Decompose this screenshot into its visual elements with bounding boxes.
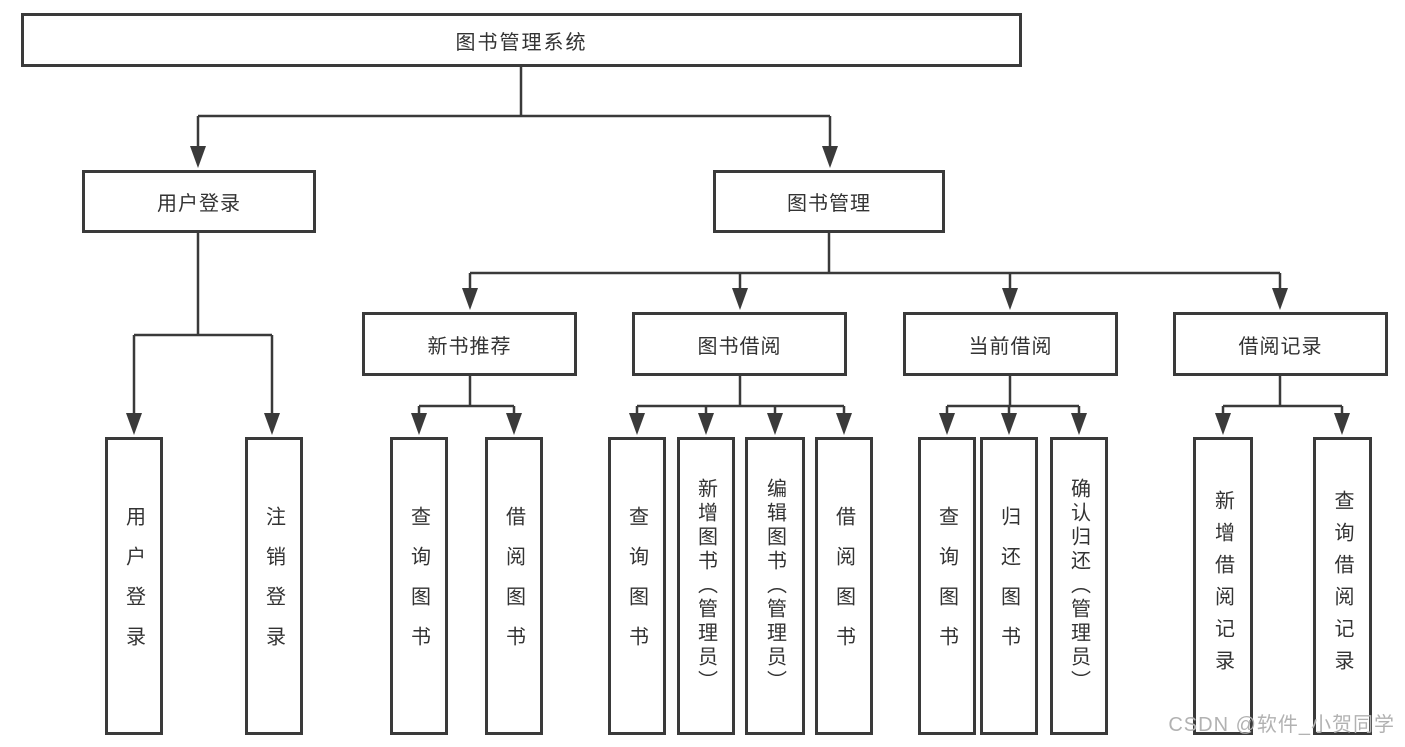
node-label: 归还图书 (997, 506, 1020, 666)
leaf-query-books: 查询图书 (918, 437, 976, 735)
arrow-down-icon (1071, 413, 1087, 435)
arrow-down-icon (190, 146, 206, 168)
arrow-down-icon (1272, 288, 1288, 310)
leaf-borrow-books: 借阅图书 (485, 437, 543, 735)
arrow-down-icon (411, 413, 427, 435)
node-library-system: 图书管理系统 (21, 13, 1022, 67)
arrow-down-icon (1334, 413, 1350, 435)
node-label: 借阅图书 (832, 506, 855, 666)
arrow-down-icon (506, 413, 522, 435)
arrow-down-icon (767, 413, 783, 435)
node-label: 借阅图书 (502, 506, 525, 666)
node-label: 注销登录 (262, 506, 285, 666)
leaf-return-books: 归还图书 (980, 437, 1038, 735)
arrow-down-icon (698, 413, 714, 435)
arrow-down-icon (264, 413, 280, 435)
node-label: 图书管理 (787, 193, 871, 215)
leaf-add-borrow-record: 新增借阅记录 (1193, 437, 1253, 735)
leaf-user-login: 用户登录 (105, 437, 163, 735)
node-label: 查询图书 (625, 506, 648, 666)
node-label: 新增借阅记录 (1211, 490, 1234, 682)
arrow-down-icon (1215, 413, 1231, 435)
leaf-add-books-admin: 新增图书（管理员） (677, 437, 735, 735)
node-book-management: 图书管理 (713, 170, 945, 233)
node-label: 查询借阅记录 (1331, 490, 1353, 682)
node-label: 查询图书 (407, 506, 430, 666)
arrow-down-icon (1001, 413, 1017, 435)
leaf-query-books: 查询图书 (390, 437, 448, 735)
node-label: 用户登录 (122, 506, 145, 666)
arrow-down-icon (836, 413, 852, 435)
leaf-confirm-return-admin: 确认归还（管理员） (1050, 437, 1108, 735)
arrow-down-icon (1002, 288, 1018, 310)
node-label: 借阅记录 (1238, 335, 1323, 358)
node-label: 确认归还（管理员） (1067, 478, 1090, 694)
node-borrow-records: 借阅记录 (1173, 312, 1388, 376)
node-label: 查询图书 (935, 506, 958, 666)
arrow-down-icon (126, 413, 142, 435)
arrow-down-icon (939, 413, 955, 435)
arrow-down-icon (462, 288, 478, 310)
node-book-borrow: 图书借阅 (632, 312, 847, 376)
leaf-logout: 注销登录 (245, 437, 303, 735)
leaf-query-borrow-record: 查询借阅记录 (1313, 437, 1372, 735)
arrow-down-icon (732, 288, 748, 310)
node-new-book-recommend: 新书推荐 (362, 312, 577, 376)
arrow-down-icon (629, 413, 645, 435)
node-current-borrow: 当前借阅 (903, 312, 1118, 376)
node-label: 图书借阅 (697, 335, 782, 358)
node-label: 新增图书（管理员） (694, 478, 717, 694)
node-label: 当前借阅 (968, 335, 1053, 358)
leaf-edit-books-admin: 编辑图书（管理员） (745, 437, 805, 735)
node-label: 图书管理系统 (455, 31, 588, 54)
arrow-down-icon (822, 146, 838, 168)
node-label: 编辑图书（管理员） (763, 478, 786, 694)
leaf-borrow-books: 借阅图书 (815, 437, 873, 735)
node-label: 用户登录 (157, 193, 241, 215)
node-label: 新书推荐 (427, 335, 512, 358)
node-user-login: 用户登录 (82, 170, 316, 233)
leaf-query-books: 查询图书 (608, 437, 666, 735)
